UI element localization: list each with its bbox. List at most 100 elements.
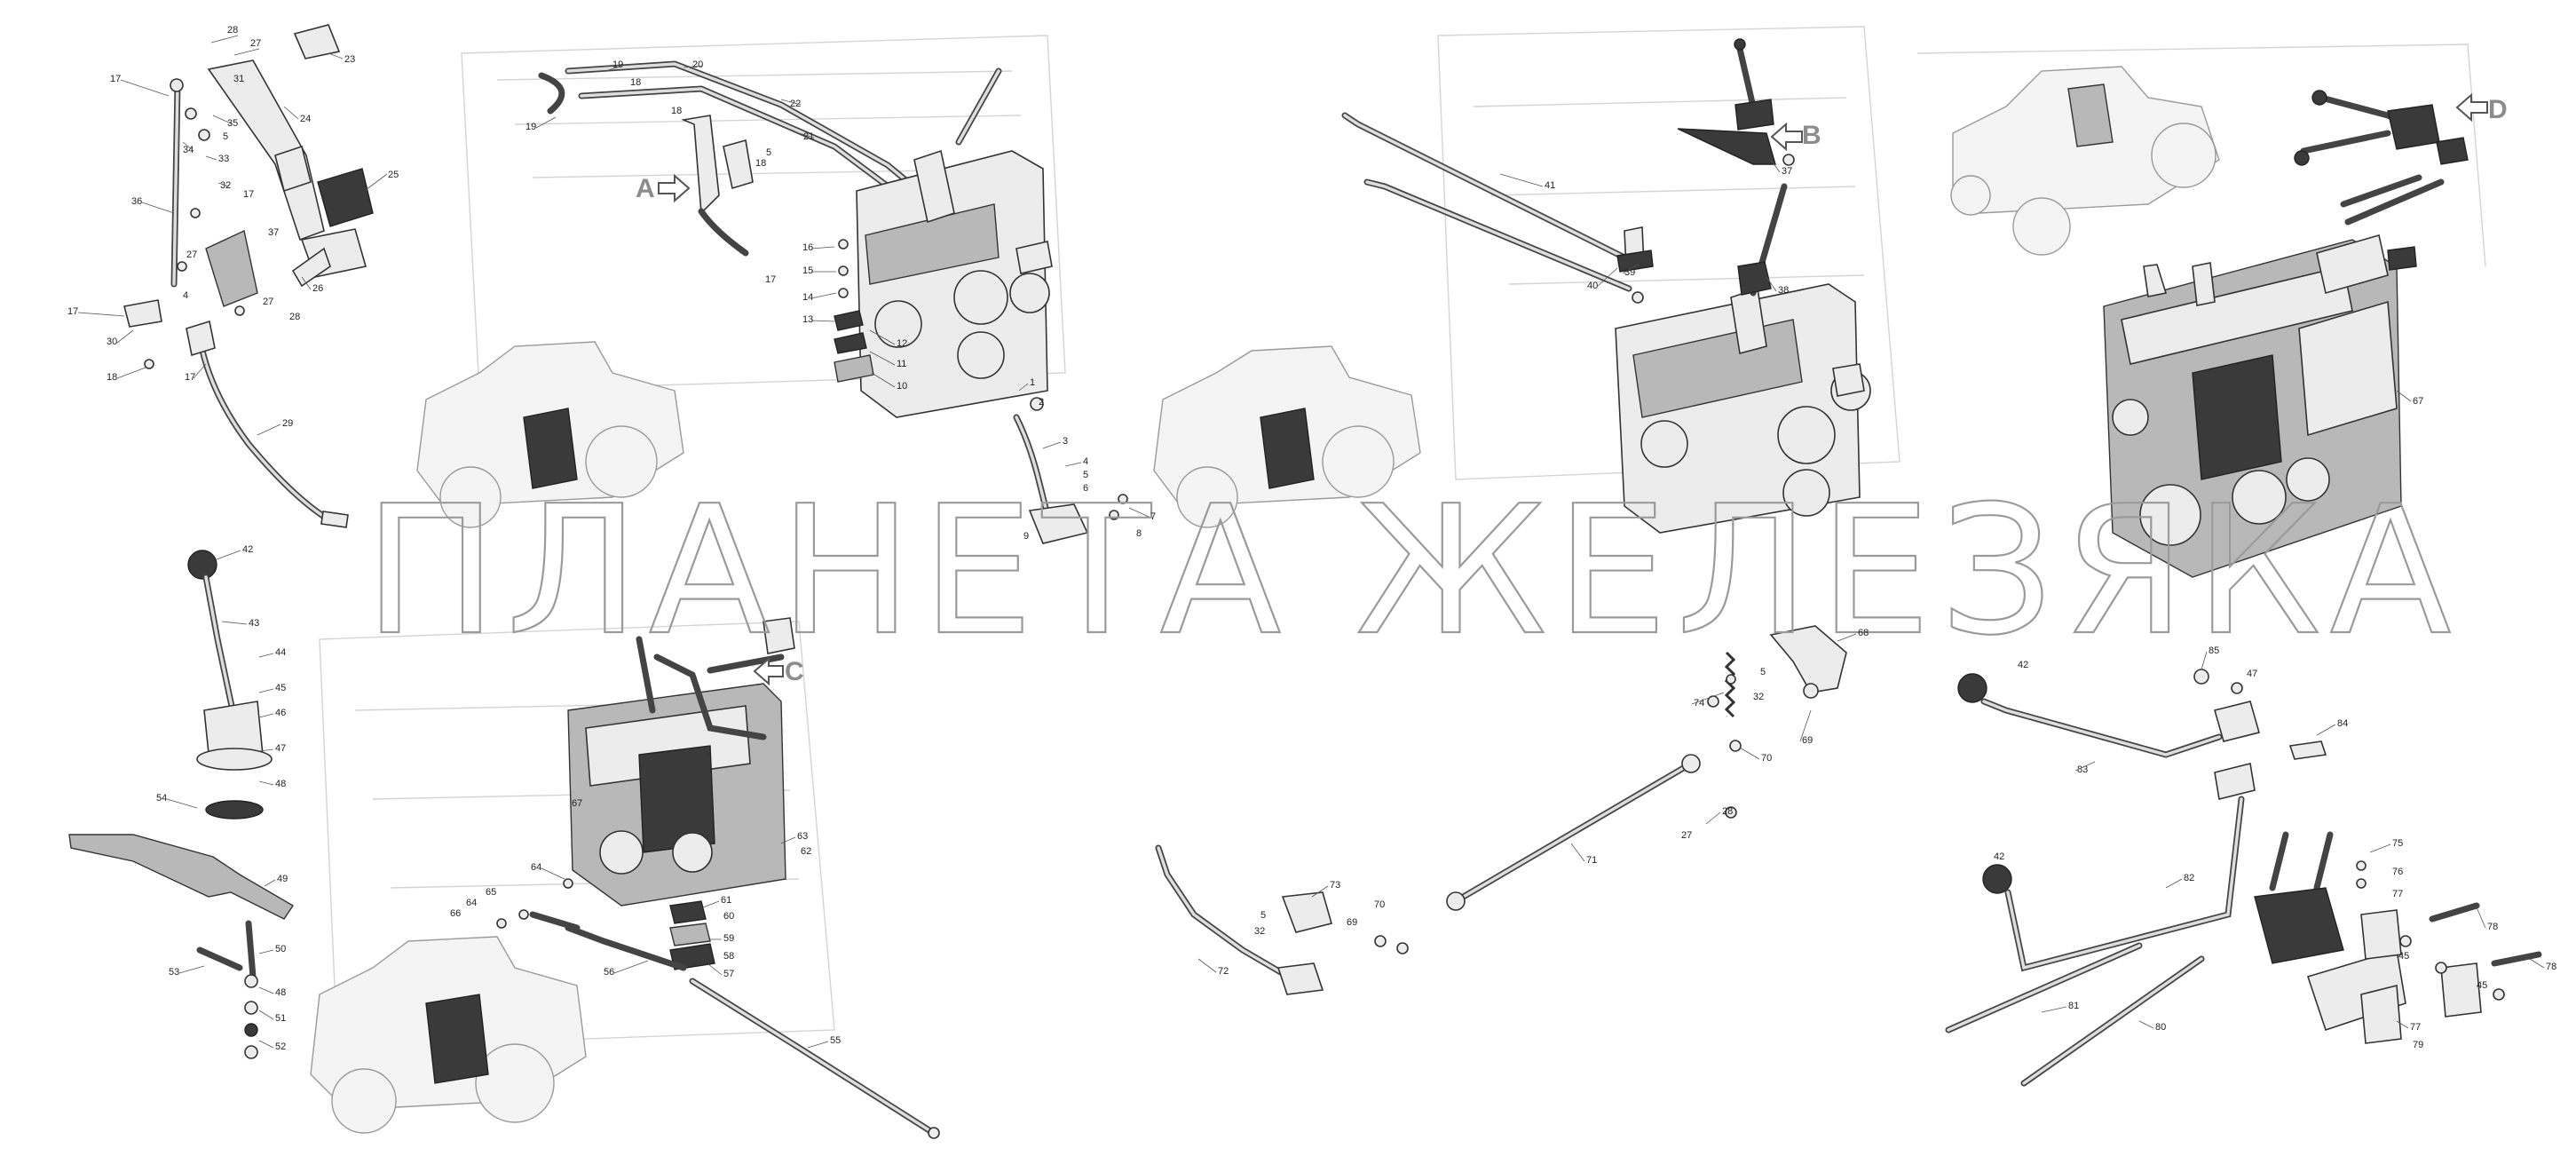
part-label-52: 52 (275, 1041, 286, 1052)
part-label-17e: 17 (765, 274, 776, 285)
part-label-67: 67 (2413, 396, 2423, 407)
part-label-15: 15 (802, 265, 813, 276)
gearbox-c-group (496, 617, 940, 1139)
part-label-67b: 67 (572, 798, 582, 809)
part-label-85: 85 (2209, 645, 2219, 656)
arrow-left-icon (1770, 122, 1803, 152)
part-label-17b: 17 (243, 189, 254, 200)
part-label-8: 8 (1136, 528, 1142, 539)
callout-c: C (753, 656, 804, 686)
part-label-27c: 27 (263, 297, 273, 307)
arrow-left-icon (753, 656, 784, 686)
part-label-56: 56 (604, 967, 614, 978)
part-label-44: 44 (275, 647, 286, 658)
part-label-18b: 18 (630, 77, 641, 88)
part-label-48: 48 (275, 779, 286, 789)
part-label-51: 51 (275, 1013, 286, 1024)
part-label-71: 71 (1586, 855, 1597, 866)
part-label-42c: 42 (1994, 851, 2004, 862)
part-label-20: 20 (692, 59, 703, 70)
part-label-58: 58 (723, 951, 734, 962)
part-label-55: 55 (830, 1035, 841, 1046)
part-label-26: 26 (312, 283, 323, 294)
part-label-73: 73 (1330, 880, 1340, 891)
part-label-31: 31 (233, 74, 244, 84)
part-label-54: 54 (156, 793, 167, 804)
part-label-11: 11 (897, 359, 906, 369)
part-label-5: 5 (223, 131, 228, 142)
part-label-70b: 70 (1374, 899, 1385, 910)
part-label-17c: 17 (67, 306, 78, 317)
part-label-57: 57 (723, 969, 734, 979)
tractor-thumbnails (310, 341, 1421, 1134)
part-label-30: 30 (107, 337, 117, 347)
part-label-5d: 5 (1760, 667, 1766, 677)
part-label-82: 82 (2184, 873, 2194, 883)
shift-rod-assembly (1155, 625, 1847, 995)
part-label-37b: 37 (1782, 166, 1792, 177)
part-label-48b: 48 (275, 987, 286, 998)
part-label-79: 79 (2413, 1040, 2423, 1050)
part-label-69: 69 (1802, 735, 1813, 746)
gear-lever-assembly (68, 550, 294, 1059)
part-label-5c: 5 (1083, 470, 1088, 480)
part-label-19b: 19 (525, 122, 536, 132)
leader-lines (77, 35, 2545, 1049)
spring-74 (1724, 651, 1736, 718)
callout-c-label: C (785, 657, 804, 686)
part-label-27: 27 (250, 38, 261, 49)
part-label-24: 24 (300, 114, 311, 124)
gearbox-b-group (1341, 38, 1871, 534)
part-label-42: 42 (242, 544, 253, 555)
part-label-28: 28 (227, 25, 238, 36)
part-label-77b: 77 (2410, 1022, 2421, 1033)
part-label-75: 75 (2392, 838, 2403, 849)
part-label-42b: 42 (2018, 660, 2028, 670)
part-label-32c: 32 (1254, 926, 1265, 937)
part-label-64b: 64 (466, 898, 477, 908)
shift-levers-assembly (1945, 669, 2542, 1087)
callout-d: D (2455, 92, 2508, 124)
part-label-1: 1 (1030, 377, 1035, 388)
part-label-77: 77 (2392, 889, 2403, 899)
part-label-46: 46 (275, 708, 286, 718)
part-label-68: 68 (1858, 628, 1869, 638)
callout-b-label: B (1802, 121, 1821, 150)
part-label-49: 49 (277, 874, 288, 884)
part-label-7: 7 (1150, 511, 1156, 522)
arrow-left-icon (2455, 92, 2488, 123)
part-label-72: 72 (1218, 966, 1229, 977)
part-label-17d: 17 (185, 372, 195, 383)
part-label-43: 43 (249, 618, 259, 629)
part-label-18c: 18 (671, 106, 682, 116)
part-label-22: 22 (790, 99, 801, 109)
part-label-12: 12 (897, 338, 907, 349)
part-label-50: 50 (275, 944, 286, 954)
part-label-37: 37 (268, 227, 279, 238)
part-label-36: 36 (131, 196, 142, 207)
part-label-4: 4 (183, 290, 188, 301)
part-label-69b: 69 (1347, 917, 1357, 928)
part-label-4b: 4 (1083, 456, 1088, 467)
part-label-76: 76 (2392, 867, 2403, 877)
part-label-38: 38 (1778, 285, 1789, 296)
part-label-34: 34 (183, 145, 194, 155)
part-label-29: 29 (282, 418, 293, 429)
part-label-66: 66 (450, 908, 461, 919)
part-label-47b: 47 (2247, 669, 2257, 679)
part-label-70: 70 (1761, 753, 1772, 764)
part-label-18: 18 (107, 372, 117, 383)
part-label-62: 62 (801, 846, 811, 857)
part-labels: 28 27 23 17 31 35 24 34 33 5 36 32 25 17… (67, 25, 2556, 1052)
part-label-83: 83 (2077, 764, 2088, 775)
callout-b: B (1770, 121, 1821, 152)
watermark-text: ПЛАНЕТА ЖЕЛЕЗЯКА (364, 468, 2460, 675)
part-label-27d: 27 (1681, 830, 1692, 841)
part-label-78: 78 (2487, 922, 2498, 932)
part-label-45: 45 (275, 683, 286, 693)
part-label-59: 59 (723, 933, 734, 944)
part-label-27b: 27 (186, 249, 197, 260)
pedal-assembly (123, 24, 374, 528)
part-label-16: 16 (802, 242, 813, 253)
